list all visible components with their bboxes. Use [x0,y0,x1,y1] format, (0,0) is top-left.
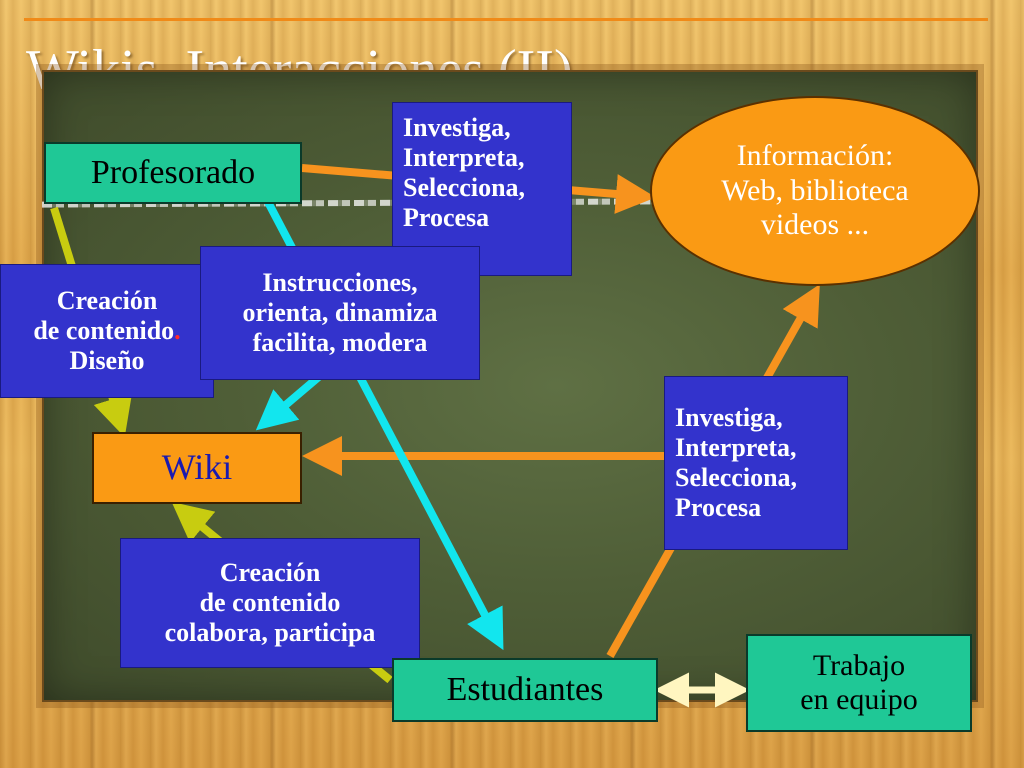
node-estudiantes-label: Estudiantes [446,671,604,709]
node-profesorado: Profesorado [44,142,302,204]
label-creacion-left: Creación de contenido. Diseño [0,264,214,398]
label-creacion-bottom: Creación de contenido colabora, particip… [120,538,420,668]
node-estudiantes: Estudiantes [392,658,658,722]
label-investiga-right: Investiga, Interpreta, Selecciona, Proce… [664,376,848,550]
node-wiki: Wiki [92,432,302,504]
label-instrucciones: Instrucciones, orienta, dinamiza facilit… [200,246,480,380]
node-wiki-label: Wiki [161,447,233,488]
title-divider [24,18,988,21]
node-profesorado-label: Profesorado [90,154,256,192]
node-informacion: Información: Web, biblioteca videos ... [650,96,980,286]
node-trabajo-en-equipo: Trabajo en equipo [746,634,972,732]
